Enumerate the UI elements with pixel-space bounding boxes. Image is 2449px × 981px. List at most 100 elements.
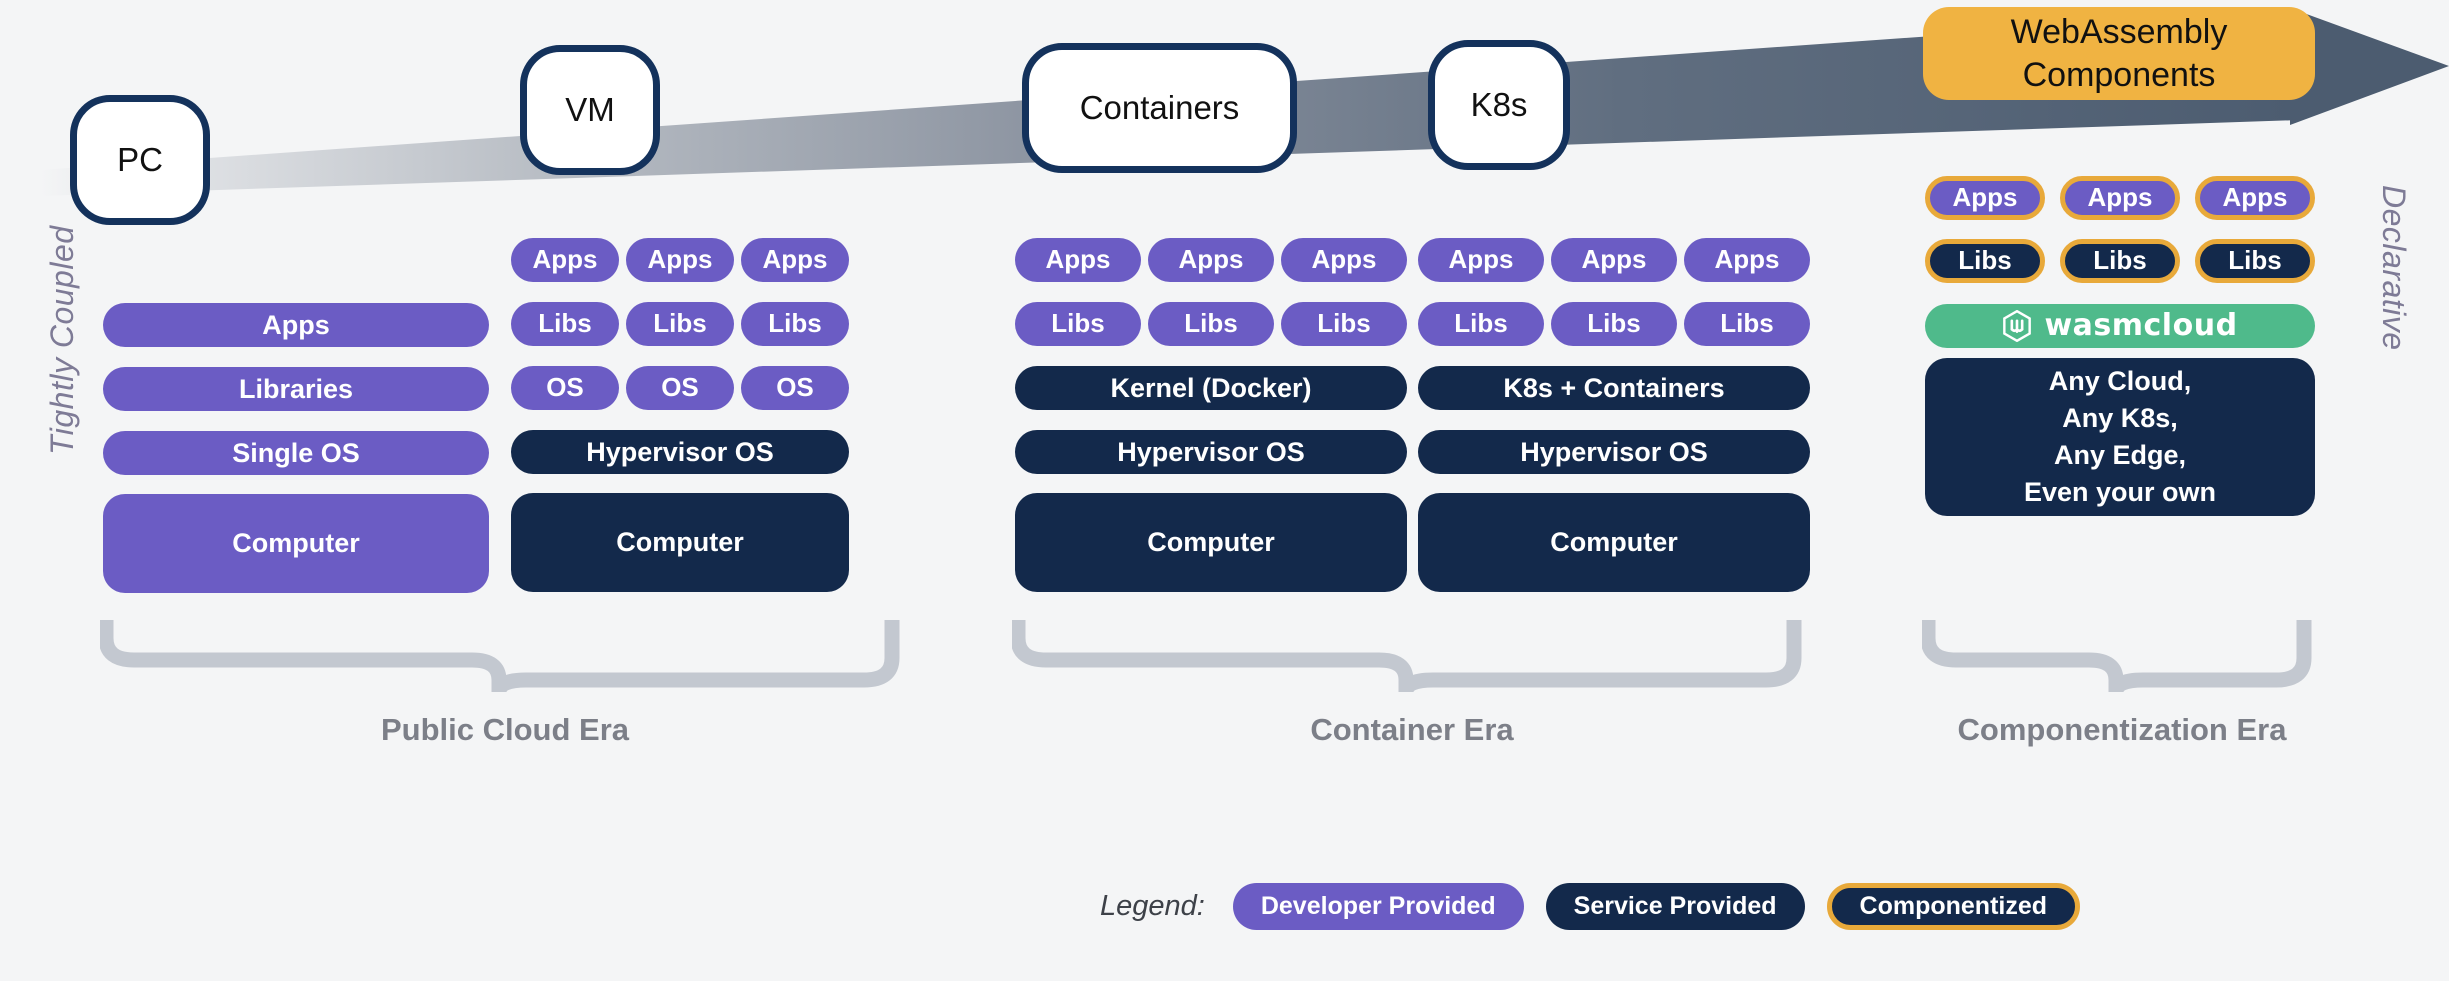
substrate-line-3: Any Edge, <box>2053 440 2187 470</box>
legend: Legend: Developer Provided Service Provi… <box>1100 883 2081 930</box>
pill-label: Apps <box>1178 244 1244 275</box>
wasm-row-substrate[interactable]: Any Cloud, Any K8s, Any Edge, Even your … <box>1925 358 2315 516</box>
containers-app-2[interactable]: Apps <box>1281 238 1407 282</box>
containers-row-computer[interactable]: Computer <box>1015 493 1407 592</box>
banner-line-1: WebAssembly <box>2010 13 2228 51</box>
k8s-lib-2[interactable]: Libs <box>1684 302 1810 346</box>
pill-label: Computer <box>616 527 744 558</box>
pill-label: OS <box>776 372 814 403</box>
pill-label: Apps <box>1448 244 1514 275</box>
wasm-app-1[interactable]: Apps <box>2060 176 2180 220</box>
k8s-row-computer[interactable]: Computer <box>1418 493 1810 592</box>
legend-item-componentized[interactable]: Componentized <box>1826 883 2081 930</box>
wasmcloud-wordmark: wasmcloud <box>2044 308 2238 344</box>
pill-label: Apps <box>647 244 713 275</box>
containers-lib-2[interactable]: Libs <box>1281 302 1407 346</box>
pill-label: Libs <box>768 308 822 339</box>
pill-label: Apps <box>2222 182 2288 213</box>
pill-label: Apps <box>1581 244 1647 275</box>
pill-label: Computer <box>1147 527 1275 558</box>
timeline-node-containers[interactable]: Containers <box>1022 43 1297 173</box>
wasm-lib-0[interactable]: Libs <box>1925 239 2045 283</box>
vm-app-2[interactable]: Apps <box>741 238 849 282</box>
vm-app-1[interactable]: Apps <box>626 238 734 282</box>
pill-label: Apps <box>1045 244 1111 275</box>
k8s-app-1[interactable]: Apps <box>1551 238 1677 282</box>
k8s-lib-1[interactable]: Libs <box>1551 302 1677 346</box>
pill-label: Apps <box>262 309 330 340</box>
pc-row-apps[interactable]: Apps <box>103 303 489 347</box>
wasmcloud-hexagon-icon <box>2003 310 2032 342</box>
substrate-line-2: Any K8s, <box>2062 402 2178 433</box>
timeline-node-label: PC <box>117 141 163 178</box>
legend-item-label: Componentized <box>1859 892 2048 920</box>
wasm-app-0[interactable]: Apps <box>1925 176 2045 220</box>
timeline-node-pc[interactable]: PC <box>70 95 210 225</box>
pill-label: OS <box>661 372 699 403</box>
vm-os-1[interactable]: OS <box>626 366 734 410</box>
vm-os-0[interactable]: OS <box>511 366 619 410</box>
k8s-app-2[interactable]: Apps <box>1684 238 1810 282</box>
pill-label: Libs <box>1720 308 1774 339</box>
pill-label: OS <box>546 372 584 403</box>
banner-line-2: Components <box>2022 55 2216 94</box>
pill-label: Apps <box>1714 244 1780 275</box>
wasm-lib-2[interactable]: Libs <box>2195 239 2315 283</box>
pill-label: Libs <box>1587 308 1641 339</box>
era-bracket-container <box>1012 620 1802 692</box>
k8s-row-k8s-containers[interactable]: K8s + Containers <box>1418 366 1810 410</box>
pill-label: Apps <box>2087 182 2153 213</box>
wasm-lib-1[interactable]: Libs <box>2060 239 2180 283</box>
legend-item-developer-provided[interactable]: Developer Provided <box>1232 883 1524 930</box>
pill-label: Computer <box>232 528 360 559</box>
vm-lib-1[interactable]: Libs <box>626 302 734 346</box>
pc-row-computer[interactable]: Computer <box>103 494 489 593</box>
era-label-public-cloud: Public Cloud Era <box>380 712 630 747</box>
k8s-row-hypervisor-os[interactable]: Hypervisor OS <box>1418 430 1810 474</box>
pill-label: Apps <box>1311 244 1377 275</box>
era-bracket-componentization <box>1922 620 2312 692</box>
webassembly-components-banner[interactable]: WebAssembly Components <box>1923 7 2315 100</box>
vm-lib-0[interactable]: Libs <box>511 302 619 346</box>
vm-app-0[interactable]: Apps <box>511 238 619 282</box>
substrate-line-1: Any Cloud, <box>2048 365 2192 396</box>
vm-lib-2[interactable]: Libs <box>741 302 849 346</box>
containers-lib-1[interactable]: Libs <box>1148 302 1274 346</box>
pill-label: Apps <box>1952 182 2018 213</box>
axis-label-tightly-coupled: Tightly Coupled <box>44 225 80 455</box>
legend-item-service-provided[interactable]: Service Provided <box>1545 883 1805 930</box>
pill-label: Libs <box>1184 308 1238 339</box>
containers-row-hypervisor-os[interactable]: Hypervisor OS <box>1015 430 1407 474</box>
pill-label: Single OS <box>232 437 360 468</box>
containers-app-1[interactable]: Apps <box>1148 238 1274 282</box>
k8s-app-0[interactable]: Apps <box>1418 238 1544 282</box>
containers-app-0[interactable]: Apps <box>1015 238 1141 282</box>
pc-row-libraries[interactable]: Libraries <box>103 367 489 411</box>
containers-lib-0[interactable]: Libs <box>1015 302 1141 346</box>
vm-row-hypervisor-os[interactable]: Hypervisor OS <box>511 430 849 474</box>
pill-label: Computer <box>1550 527 1678 558</box>
pill-label: Libs <box>1958 245 2012 276</box>
pill-label: Libs <box>2093 245 2147 276</box>
pc-row-single-os[interactable]: Single OS <box>103 431 489 475</box>
containers-row-kernel-docker[interactable]: Kernel (Docker) <box>1015 366 1407 410</box>
k8s-lib-0[interactable]: Libs <box>1418 302 1544 346</box>
timeline-node-k8s[interactable]: K8s <box>1428 40 1570 170</box>
timeline-node-label: K8s <box>1470 86 1528 123</box>
pill-label: Apps <box>532 244 598 275</box>
legend-title: Legend: <box>1100 890 1205 922</box>
era-bracket-public-cloud <box>100 620 900 692</box>
legend-item-label: Service Provided <box>1573 892 1777 920</box>
timeline-node-label: VM <box>565 91 615 128</box>
pill-label: Libraries <box>238 373 354 404</box>
vm-os-2[interactable]: OS <box>741 366 849 410</box>
wasm-row-wasmcloud[interactable]: wasmcloud <box>1925 304 2315 348</box>
wasm-app-2[interactable]: Apps <box>2195 176 2315 220</box>
vm-row-computer[interactable]: Computer <box>511 493 849 592</box>
pill-label: Libs <box>1051 308 1105 339</box>
pill-label: Libs <box>653 308 707 339</box>
pill-label: Libs <box>538 308 592 339</box>
timeline-node-label: Containers <box>1079 89 1240 126</box>
timeline-node-vm[interactable]: VM <box>520 45 660 175</box>
